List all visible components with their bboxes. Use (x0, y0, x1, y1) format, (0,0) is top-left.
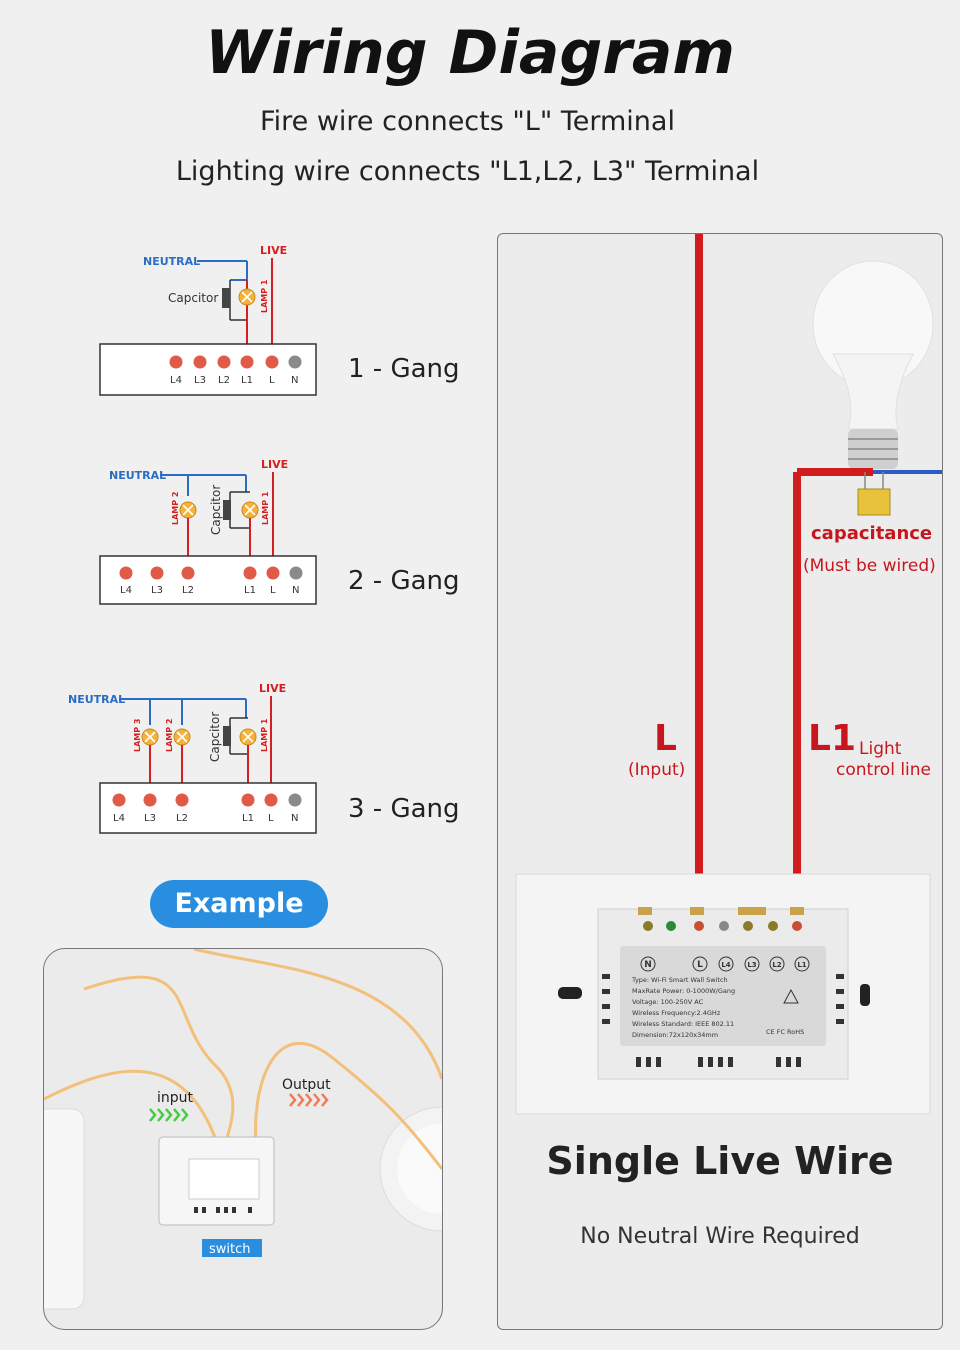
live-wire-illustration: N L L4 L3 L2 L1 Type: Wi-Fi Smart Wall S… (515, 234, 942, 1115)
diagram-1-gang: NEUTRAL Capcitor LIVE LAMP 1 L4 L3 L2 L1… (99, 244, 317, 396)
capacitance-label: capacitance (811, 523, 933, 544)
plate-terminal-label: L (697, 960, 703, 970)
plate-terminal-label: L3 (747, 961, 756, 969)
capacitor-icon (223, 726, 231, 746)
terminal-label: L (268, 813, 274, 824)
panel-heading: Single Live Wire (546, 1139, 894, 1183)
switch-block (99, 555, 317, 605)
input-label: input (157, 1090, 194, 1106)
gang-diagrams: NEUTRAL Capcitor LIVE LAMP 1 L4 L3 L2 L1… (68, 244, 317, 834)
switch-block (99, 343, 317, 396)
terminal-label: L2 (182, 585, 194, 596)
terminal-label: L2 (218, 375, 230, 386)
gang-2-label: 2 - Gang (348, 566, 460, 596)
must-be-wired-label: (Must be wired) (803, 556, 936, 576)
capacitor-label: Capcitor (209, 485, 223, 535)
plate-terminal-label: L4 (721, 961, 730, 969)
input-arrows-icon (149, 1108, 189, 1122)
capacitor-icon (222, 288, 230, 308)
control-line-label: control line (836, 760, 932, 780)
plate-info-line: Wireless Standard: IEEE 802.11 (632, 1020, 734, 1028)
l1-terminal-label: L1 (808, 718, 856, 759)
live-label: LIVE (260, 244, 287, 257)
subtitle-lighting-wire: Lighting wire connects "L1,L2, L3" Termi… (175, 156, 760, 187)
gang-3-label: 3 - Gang (348, 794, 460, 824)
live-label: LIVE (261, 458, 288, 471)
plate-info-line: Wireless Frequency:2.4GHz (632, 1009, 721, 1017)
lamp-icon (241, 501, 259, 519)
terminal-label: L (269, 375, 275, 386)
panel-subheading: No Neutral Wire Required (580, 1224, 860, 1249)
lamp2-label: LAMP 2 (165, 719, 174, 752)
terminal-label: L3 (144, 813, 156, 824)
terminal-label: L (270, 585, 276, 596)
plate-info-line: Dimension:72x120x34mm (632, 1031, 718, 1039)
terminal-label: L4 (170, 375, 182, 386)
terminal-label: L3 (194, 375, 206, 386)
terminal-label: L3 (151, 585, 163, 596)
terminal-label: N (291, 813, 298, 824)
subtitle-fire-wire: Fire wire connects "L" Terminal (260, 106, 675, 137)
warning-icon (783, 988, 799, 1004)
terminal-label: N (291, 375, 298, 386)
lamp-icon (239, 728, 257, 746)
lamp-icon (238, 288, 256, 306)
capacitor-icon (857, 488, 891, 516)
plate-info-line: Voltage: 100-250V AC (632, 998, 704, 1006)
output-label: Output (282, 1077, 331, 1093)
plate-marks: CE FC RoHS (766, 1028, 804, 1036)
terminal-label: L1 (244, 585, 256, 596)
diagram-2-gang: NEUTRAL Capcitor LAMP 2 LIVE LAMP 1 L4 L… (99, 458, 317, 605)
switch-back-plate (515, 873, 931, 1115)
lamp-icon (179, 501, 197, 519)
capacitor-label: Capcitor (168, 291, 218, 305)
output-arrows-icon (289, 1093, 329, 1107)
lamp2-label: LAMP 2 (171, 492, 180, 525)
terminal-label: L1 (242, 813, 254, 824)
live-label: LIVE (259, 682, 286, 695)
capacitor-icon (223, 500, 231, 520)
terminal-label: L2 (176, 813, 188, 824)
lamp1-label: LAMP 1 (261, 491, 270, 525)
example-photo: input Output switch (43, 948, 443, 1330)
diagram-3-gang: NEUTRAL Capcitor LAMP 3 LAMP 2 LIVE LAMP… (68, 682, 317, 834)
plate-terminal-label: L1 (797, 961, 806, 969)
switch-block (99, 782, 317, 834)
plate-terminal-label: N (644, 960, 652, 970)
plate-info-line: MaxRate Power: 0-1000W/Gang (632, 987, 735, 995)
terminal-label: L4 (120, 585, 132, 596)
gang-1-label: 1 - Gang (348, 354, 460, 384)
plate-info-line: Type: Wi-Fi Smart Wall Switch (631, 976, 728, 984)
terminal-label: L4 (113, 813, 125, 824)
terminal-label: L1 (241, 375, 253, 386)
capacitor-label: Capcitor (208, 712, 222, 762)
lamp-icon (173, 728, 191, 746)
example-illustration: input Output switch (44, 949, 442, 1310)
neutral-label: NEUTRAL (109, 469, 166, 482)
lamp1-label: LAMP 1 (260, 718, 269, 752)
lamp1-label: LAMP 1 (260, 279, 269, 313)
lamp3-label: LAMP 3 (133, 719, 142, 752)
plate-terminal-label: L2 (772, 961, 781, 969)
page-title: Wiring Diagram (205, 18, 735, 88)
neutral-label: NEUTRAL (143, 255, 200, 268)
light-label: Light (859, 739, 902, 759)
single-live-wire-panel: N L L4 L3 L2 L1 Type: Wi-Fi Smart Wall S… (497, 233, 943, 1330)
light-bulb-icon (812, 260, 934, 469)
example-badge: Example (150, 880, 328, 928)
lamp-icon (141, 728, 159, 746)
switch-tag (202, 1239, 262, 1257)
terminal-label: N (292, 585, 299, 596)
l-terminal-label: L (654, 718, 677, 759)
neutral-label: NEUTRAL (68, 693, 125, 706)
input-label: (Input) (628, 760, 686, 780)
switch-label: switch (209, 1242, 251, 1257)
